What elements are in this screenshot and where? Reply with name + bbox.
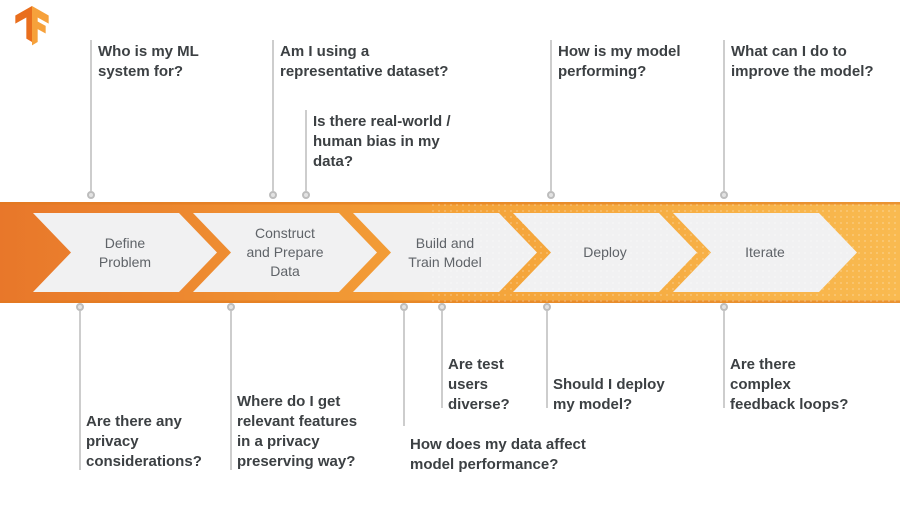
chevron-define-problem — [33, 213, 217, 292]
connector-dot — [302, 191, 310, 199]
question-real-world-bias: Is there real-world / human bias in my d… — [313, 113, 451, 170]
connector-line — [272, 40, 274, 191]
connector-dot — [543, 303, 551, 311]
question-test-users-diverse: Are test users diverse? — [448, 356, 510, 413]
connector-line — [230, 311, 232, 470]
question-representative-dataset: Am I using a representative dataset? — [280, 43, 449, 80]
connector-dot — [438, 303, 446, 311]
question-model-performing: How is my model performing? — [558, 43, 681, 80]
chevron-deploy — [513, 213, 697, 292]
chevron-construct-prepare-data — [193, 213, 377, 292]
banner-bottom-edge — [0, 300, 900, 303]
question-data-affect-performance: How does my data affect model performanc… — [410, 436, 586, 473]
stage-label-build-train-model: Build and Train Model — [408, 234, 482, 270]
connector-dot — [87, 191, 95, 199]
stage-label-construct-prepare-data: Construct and Prepare Data — [246, 225, 324, 279]
question-feedback-loops: Are there complex feedback loops? — [730, 356, 849, 413]
stage-label-iterate: Iterate — [745, 244, 785, 260]
connector-line — [546, 311, 548, 408]
connector-line — [305, 110, 307, 191]
connector-dot — [547, 191, 555, 199]
question-privacy-considerations: Are there any privacy considerations? — [86, 413, 202, 470]
banner-top-edge — [0, 202, 900, 205]
question-should-deploy: Should I deploy my model? — [553, 376, 665, 413]
connector-dot — [720, 191, 728, 199]
chevron-iterate — [673, 213, 857, 292]
stage-label-define-problem: Define Problem — [98, 234, 152, 270]
connector-dot — [227, 303, 235, 311]
connector-dot — [269, 191, 277, 199]
process-banner — [0, 202, 900, 303]
connector-line — [723, 40, 725, 191]
connector-line — [79, 311, 81, 470]
connector-line — [723, 311, 725, 408]
connector-line — [441, 311, 443, 408]
connector-line — [550, 40, 552, 191]
question-improve-model: What can I do to improve the model? — [731, 43, 874, 80]
connector-dot — [76, 303, 84, 311]
stage-label-deploy: Deploy — [583, 244, 627, 260]
chevron-build-train-model — [353, 213, 537, 292]
connector-line — [90, 40, 92, 191]
connector-line — [403, 311, 405, 426]
tensorflow-logo-icon — [15, 6, 49, 46]
question-privacy-preserving: Where do I get relevant features in a pr… — [237, 393, 358, 470]
connector-dot — [400, 303, 408, 311]
connector-dot — [720, 303, 728, 311]
question-who-is-system-for: Who is my ML system for? — [98, 43, 199, 80]
